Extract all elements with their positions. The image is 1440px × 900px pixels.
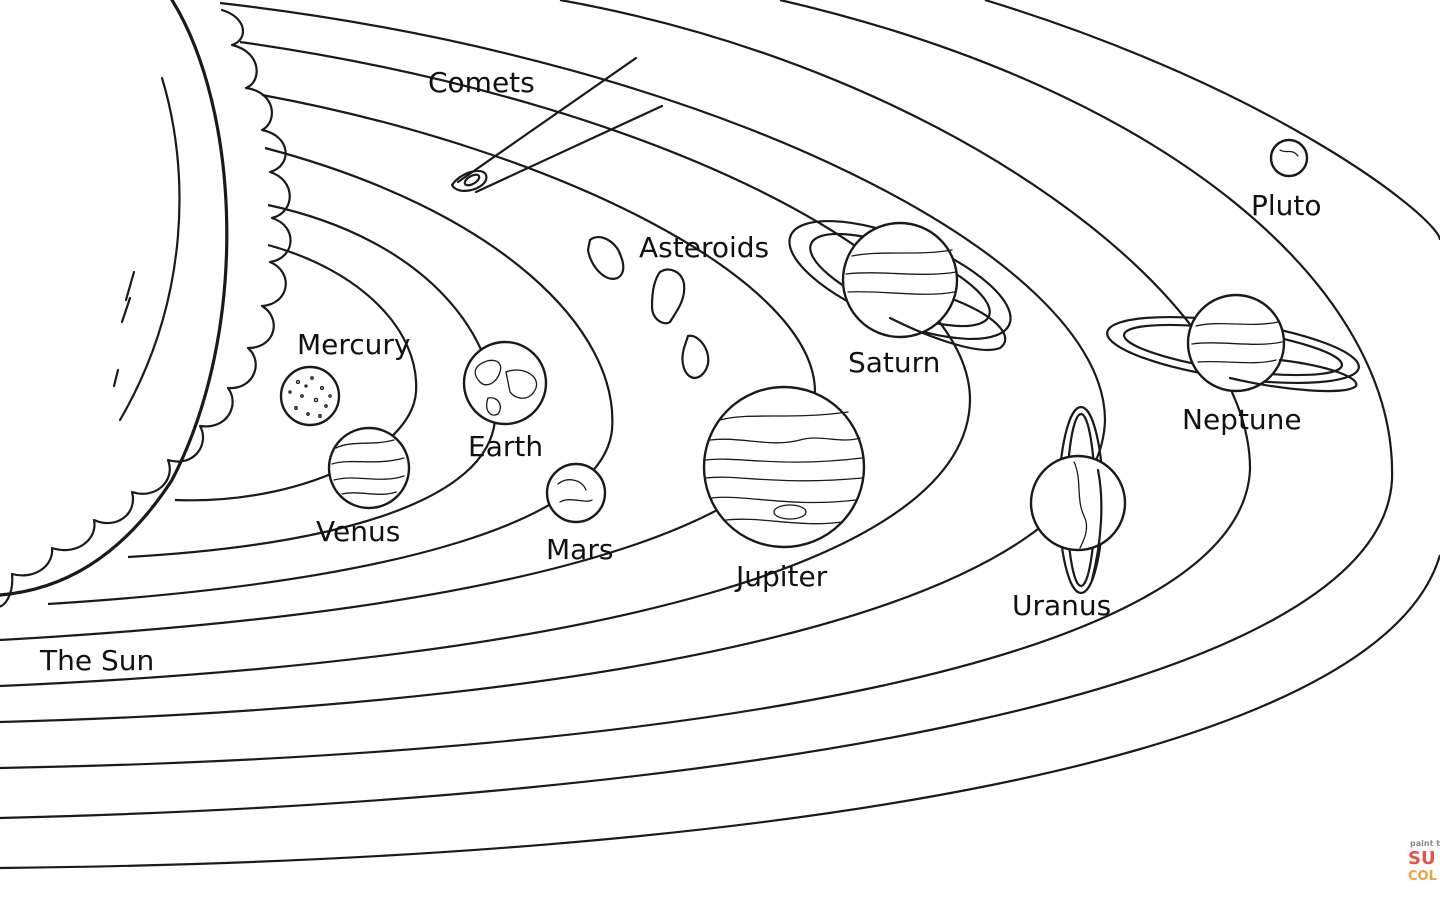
sun-mark-2 xyxy=(120,296,132,324)
asteroid-2 xyxy=(650,268,686,325)
comet-tail-2 xyxy=(474,104,664,194)
label-earth: Earth xyxy=(468,430,543,463)
sun-limb xyxy=(0,0,229,597)
uranus-ring-front xyxy=(1090,468,1103,582)
label-uranus: Uranus xyxy=(1012,589,1111,622)
label-pluto: Pluto xyxy=(1251,189,1322,222)
label-the-sun: The Sun xyxy=(39,644,154,677)
mars-features xyxy=(557,479,593,503)
sun-inner-arc xyxy=(118,76,181,422)
earth xyxy=(462,340,548,426)
watermark-line-1: paint the xyxy=(1410,839,1440,848)
venus xyxy=(327,426,411,510)
label-mars: Mars xyxy=(546,533,613,566)
orbit-mercury xyxy=(174,243,418,502)
sun-mark-1 xyxy=(124,270,136,302)
mercury-body xyxy=(279,365,341,427)
sun-mark-3 xyxy=(112,368,120,388)
sun-corona xyxy=(0,8,292,608)
uranus-body xyxy=(1029,454,1127,552)
orbit-earth xyxy=(47,146,614,606)
pluto xyxy=(1269,138,1309,178)
comet xyxy=(450,56,664,194)
label-neptune: Neptune xyxy=(1182,403,1302,436)
comet-tail-1 xyxy=(456,56,638,184)
label-asteroids: Asteroids xyxy=(639,231,769,264)
orbit-uranus xyxy=(0,0,1252,770)
label-jupiter: Jupiter xyxy=(734,560,828,593)
comet-core xyxy=(463,173,481,187)
venus-body xyxy=(327,426,411,510)
labels: Comets Asteroids Pluto Mercury Earth Ven… xyxy=(39,66,1322,677)
asteroids xyxy=(586,236,710,380)
mars xyxy=(545,462,607,524)
uranus-features xyxy=(1073,461,1088,549)
pluto-body xyxy=(1269,138,1309,178)
label-mercury: Mercury xyxy=(297,328,411,361)
orbit-pluto-lower xyxy=(0,554,1440,870)
neptune xyxy=(1106,293,1360,393)
label-venus: Venus xyxy=(316,515,400,548)
neptune-body xyxy=(1186,293,1286,393)
jupiter-bands xyxy=(705,411,863,525)
neptune-bands xyxy=(1191,321,1283,364)
orbit-neptune xyxy=(0,0,1394,820)
jupiter-body xyxy=(702,385,866,549)
watermark-line-2: SU xyxy=(1408,848,1436,869)
watermark-logo: paint the SU COL xyxy=(1408,839,1440,884)
mars-body xyxy=(545,462,607,524)
jupiter xyxy=(702,385,866,549)
asteroid-1 xyxy=(586,236,625,280)
orbit-pluto xyxy=(984,0,1440,241)
sun xyxy=(0,0,292,608)
orbit-mars xyxy=(0,93,817,642)
saturn-ring-front xyxy=(888,298,1007,352)
venus-bands xyxy=(331,439,405,495)
comet-nucleus xyxy=(450,169,488,192)
saturn xyxy=(788,219,1012,352)
pluto-feature xyxy=(1279,149,1299,157)
saturn-bands xyxy=(845,249,957,295)
neptune-ring-front xyxy=(1228,358,1358,393)
orbits xyxy=(0,0,1440,870)
asteroid-3 xyxy=(681,334,710,380)
orbit-saturn xyxy=(0,1,1107,724)
label-comets: Comets xyxy=(428,66,535,99)
saturn-body xyxy=(841,221,959,339)
mercury xyxy=(279,365,341,427)
label-saturn: Saturn xyxy=(848,346,940,379)
mercury-craters xyxy=(288,376,332,418)
earth-body xyxy=(462,340,548,426)
uranus xyxy=(1029,405,1127,595)
watermark-line-3: COL xyxy=(1408,869,1437,884)
earth-continents xyxy=(474,359,538,416)
orbit-jupiter xyxy=(0,40,972,688)
